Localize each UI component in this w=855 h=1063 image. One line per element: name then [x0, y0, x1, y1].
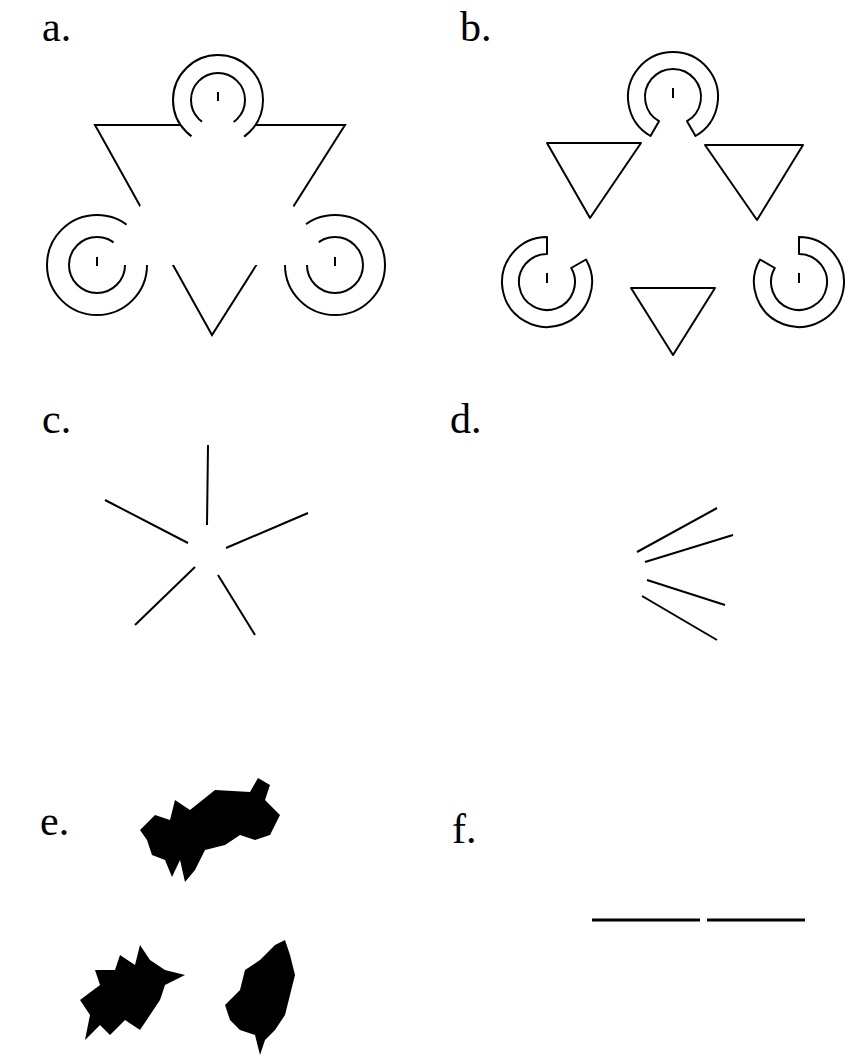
panel-a-figure: [47, 55, 385, 335]
center-tick: [546, 273, 548, 283]
radial-line: [105, 500, 188, 543]
panel-label: f.: [452, 808, 477, 850]
black-blob: [225, 940, 295, 1055]
radial-line: [207, 445, 208, 525]
center-tick: [798, 273, 800, 283]
notched-ring: [628, 52, 718, 136]
radial-line: [218, 575, 255, 635]
black-blob: [80, 945, 185, 1040]
panel-e-figure: [80, 778, 295, 1055]
fan-line: [645, 535, 733, 562]
line-segment: [592, 919, 700, 922]
illusory-triangle: [97, 100, 335, 265]
radial-line: [135, 567, 195, 625]
panel-label: c.: [42, 398, 71, 440]
fan-line: [647, 580, 725, 605]
corner-triangle: [547, 143, 641, 218]
center-tick: [217, 92, 219, 101]
panel-label: b.: [460, 6, 492, 48]
black-blob: [140, 778, 280, 882]
center-tick: [672, 88, 674, 98]
panel-label: a.: [42, 6, 71, 48]
panel-label: d.: [450, 398, 482, 440]
panel-b-figure: [502, 52, 844, 355]
panel-d-figure: [637, 508, 733, 640]
panel-label: e.: [40, 800, 69, 842]
notched-ring: [754, 237, 844, 327]
line-segment: [707, 919, 805, 922]
radial-line: [226, 513, 308, 548]
panel-c-figure: [105, 445, 308, 635]
corner-triangle: [705, 145, 803, 220]
center-tick: [334, 257, 336, 266]
corner-triangle: [631, 288, 715, 355]
notched-ring: [502, 237, 592, 327]
fan-line: [642, 596, 717, 640]
center-tick: [96, 257, 98, 266]
panel-f-figure: [592, 919, 805, 922]
fan-line: [637, 508, 717, 552]
